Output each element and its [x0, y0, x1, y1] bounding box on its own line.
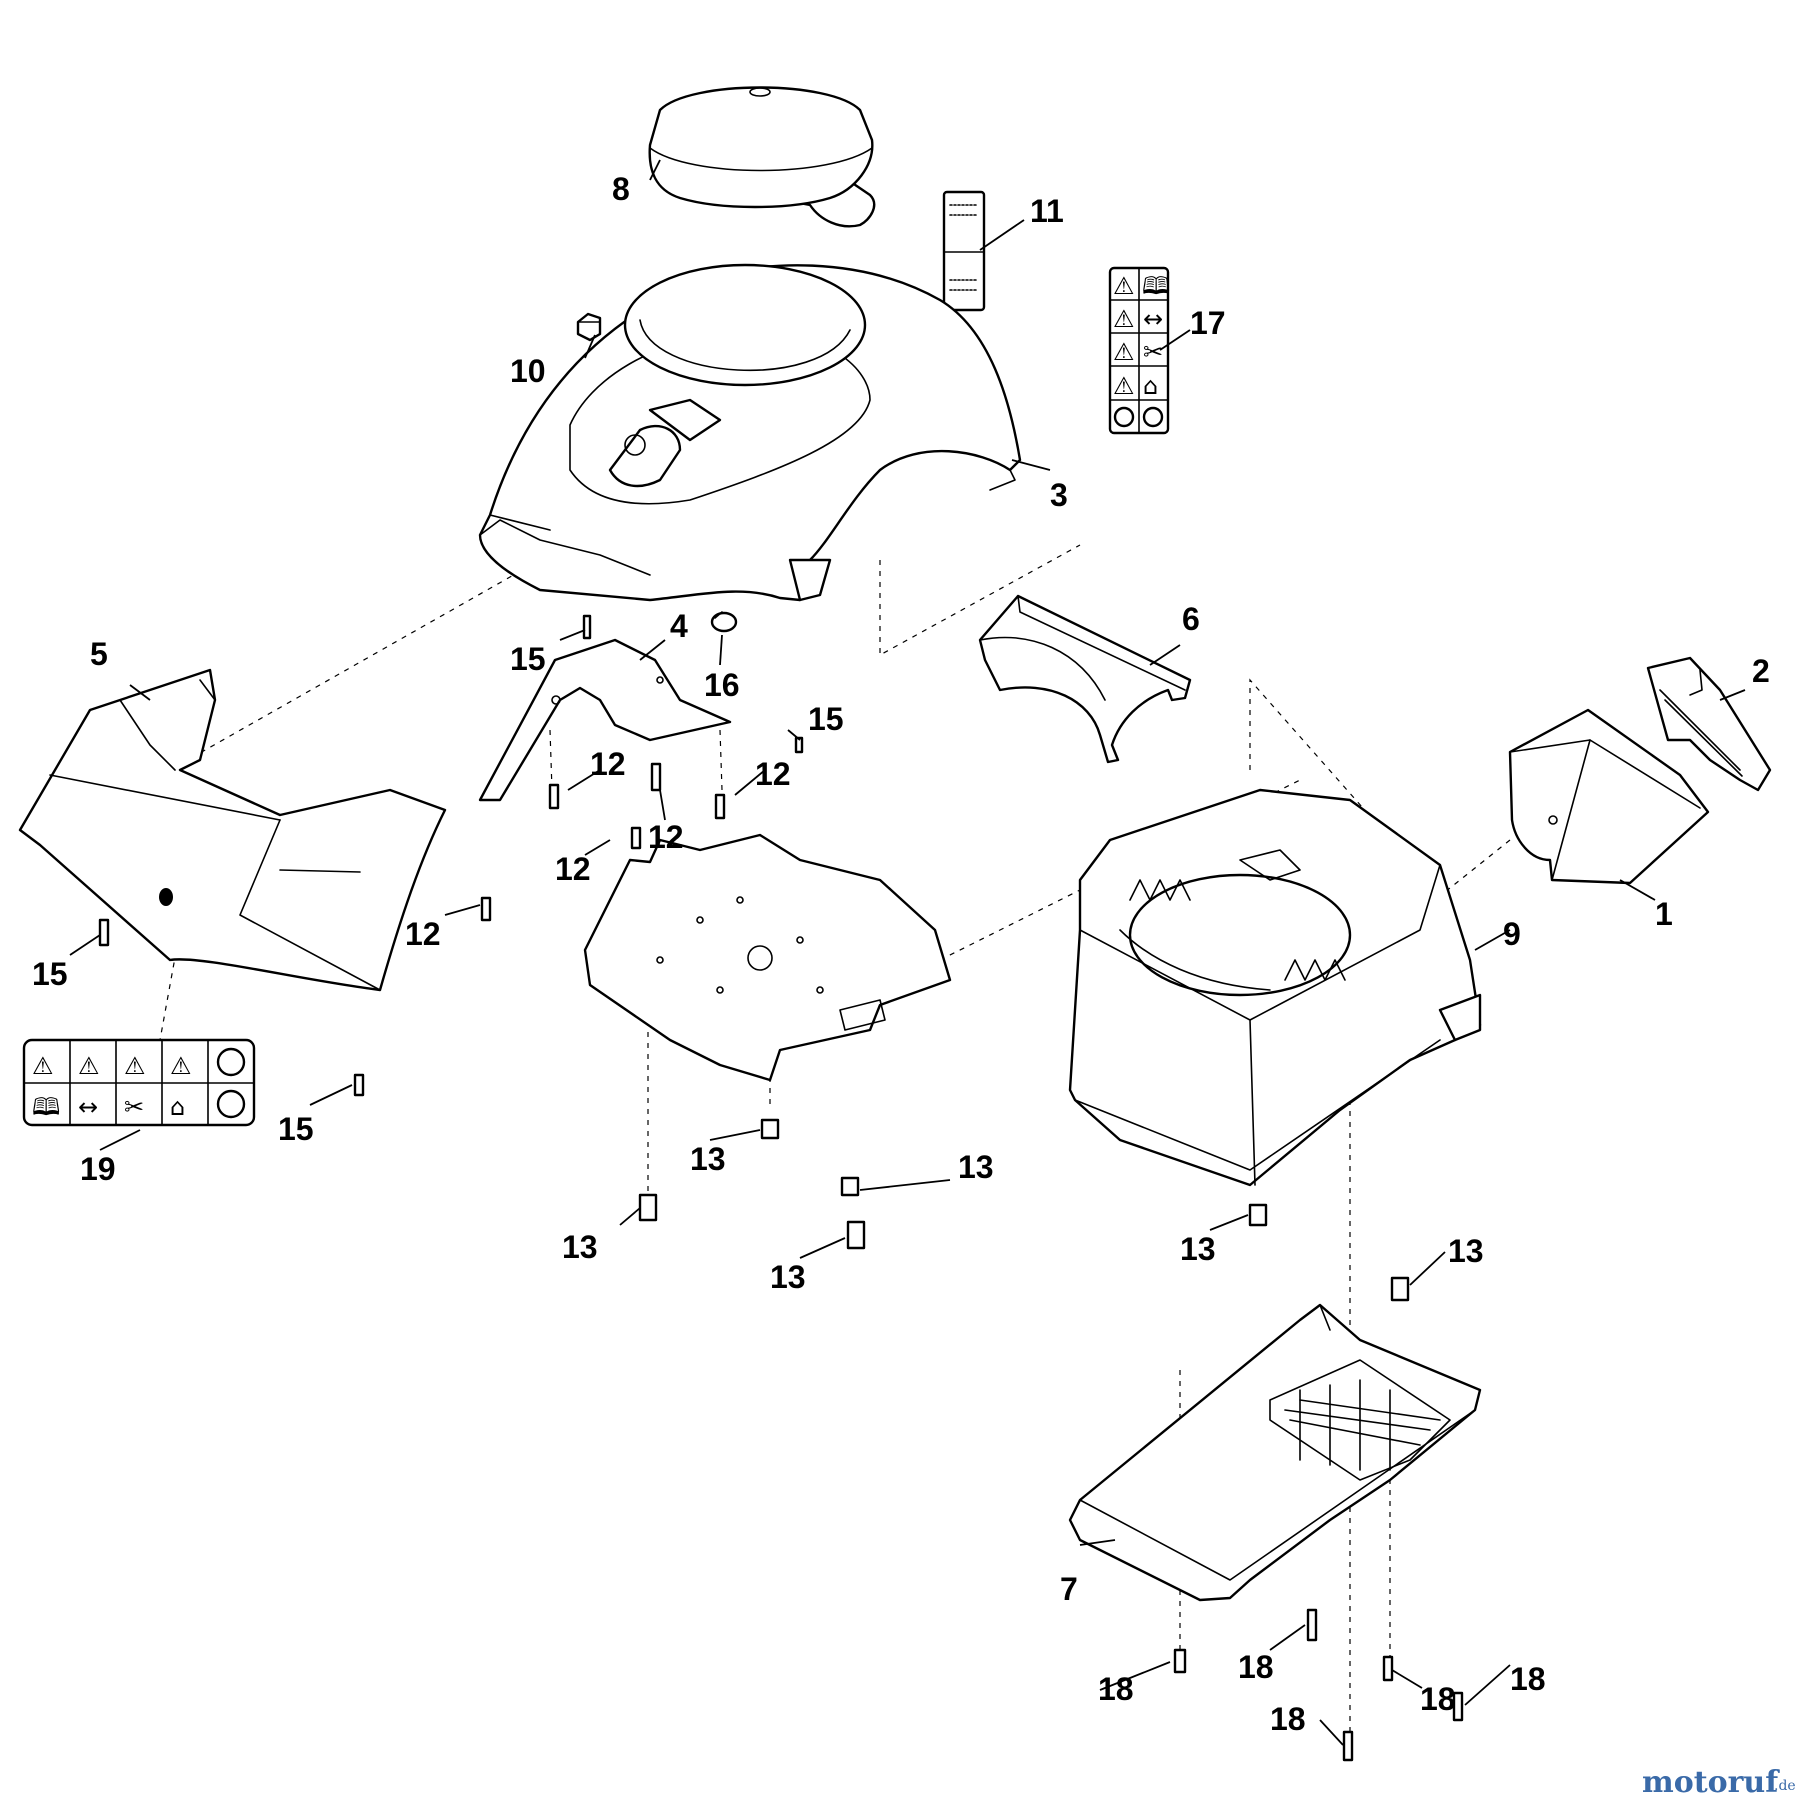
mower-icon: ⌂ — [170, 1093, 185, 1121]
warning-triangle-icon: ⚠ — [1113, 305, 1135, 333]
callout-4: 4 — [670, 608, 688, 644]
part-17-warning-label: ⚠ ⚠ ⚠ ⚠ 🕮 ↔ ✂ ⌂ — [1108, 266, 1170, 435]
callout-13: 13 — [958, 1149, 994, 1185]
callout-18: 18 — [1098, 1671, 1134, 1707]
warning-triangle-icon: ⚠ — [1113, 338, 1135, 366]
callout-15: 15 — [278, 1111, 314, 1147]
callout-18: 18 — [1238, 1649, 1274, 1685]
callout-15: 15 — [510, 641, 546, 677]
callout-15: 15 — [32, 956, 68, 992]
part-11-label-strip — [942, 190, 986, 312]
warning-triangle-icon: ⚠ — [1113, 372, 1135, 400]
callout-18: 18 — [1270, 1701, 1306, 1737]
callout-12: 12 — [648, 819, 684, 855]
screws — [98, 614, 1464, 1762]
part-19-warning-label: ⚠ ⚠ ⚠ ⚠ 🕮 ↔ ✂ ⌂ — [22, 1038, 256, 1127]
part-7-bottom-tray — [1068, 1303, 1482, 1602]
callout-12: 12 — [590, 746, 626, 782]
manual-book-icon: 🕮 — [32, 1093, 60, 1121]
warning-triangle-icon: ⚠ — [124, 1052, 146, 1080]
callout-17: 17 — [1190, 305, 1226, 341]
distance-icon: ↔ — [78, 1093, 98, 1121]
callout-6: 6 — [1182, 601, 1200, 637]
warning-triangle-icon: ⚠ — [170, 1052, 192, 1080]
callout-9: 9 — [1503, 916, 1521, 952]
callout-16: 16 — [704, 667, 740, 703]
callout-7: 7 — [1060, 1571, 1078, 1607]
callout-10: 10 — [510, 353, 546, 389]
callouts: 8 11 17 3 10 4 15 16 6 2 1 9 5 12 12 15 … — [32, 171, 1770, 1737]
callout-13: 13 — [1448, 1233, 1484, 1269]
watermark-brand: motoruf — [1642, 1765, 1780, 1800]
ear-protection-icon — [1113, 406, 1135, 428]
callout-1: 1 — [1655, 896, 1673, 932]
base-plate — [583, 833, 952, 1082]
part-8-cover-cap — [648, 86, 876, 228]
callout-11: 11 — [1030, 193, 1064, 229]
part-2-flap — [1646, 656, 1772, 792]
watermark-tld: .de — [1774, 1778, 1796, 1794]
part-10-knob — [576, 312, 602, 342]
hand-blade-icon: ✂ — [1143, 338, 1163, 366]
callout-5: 5 — [90, 636, 108, 672]
callout-3: 3 — [1050, 477, 1068, 513]
part-3-engine-hood — [478, 263, 1022, 602]
part-6-air-guide — [978, 594, 1192, 764]
distance-icon: ↔ — [1143, 305, 1163, 333]
part-4-baffle-plate — [478, 638, 732, 802]
part-9-engine-shroud — [1068, 788, 1482, 1187]
callout-19: 19 — [80, 1151, 116, 1187]
callout-13: 13 — [1180, 1231, 1216, 1267]
callout-12: 12 — [755, 756, 791, 792]
warning-triangle-icon: ⚠ — [78, 1052, 100, 1080]
callout-18: 18 — [1420, 1681, 1456, 1717]
callout-15: 15 — [808, 701, 844, 737]
callout-18: 18 — [1510, 1661, 1546, 1697]
part-16-ring — [710, 611, 738, 633]
hand-blade-icon: ✂ — [124, 1093, 144, 1121]
eye-protection-icon — [216, 1089, 246, 1119]
manual-book-icon: 🕮 — [1142, 272, 1170, 300]
ear-protection-icon — [216, 1047, 246, 1077]
warning-triangle-icon: ⚠ — [1113, 272, 1135, 300]
callout-13: 13 — [770, 1259, 806, 1295]
mower-icon: ⌂ — [1143, 372, 1158, 400]
callout-12: 12 — [405, 916, 441, 952]
callout-12: 12 — [555, 851, 591, 887]
watermark-logo: motoruf .de — [1642, 1765, 1796, 1800]
part-1-box-cover — [1508, 708, 1710, 885]
callout-13: 13 — [690, 1141, 726, 1177]
callout-8: 8 — [612, 171, 630, 207]
callout-2: 2 — [1752, 653, 1770, 689]
callout-13: 13 — [562, 1229, 598, 1265]
warning-triangle-icon: ⚠ — [32, 1052, 54, 1080]
eye-protection-icon — [1142, 406, 1164, 428]
part-5-front-panel — [18, 668, 447, 992]
leader-lines — [69, 159, 1746, 1746]
